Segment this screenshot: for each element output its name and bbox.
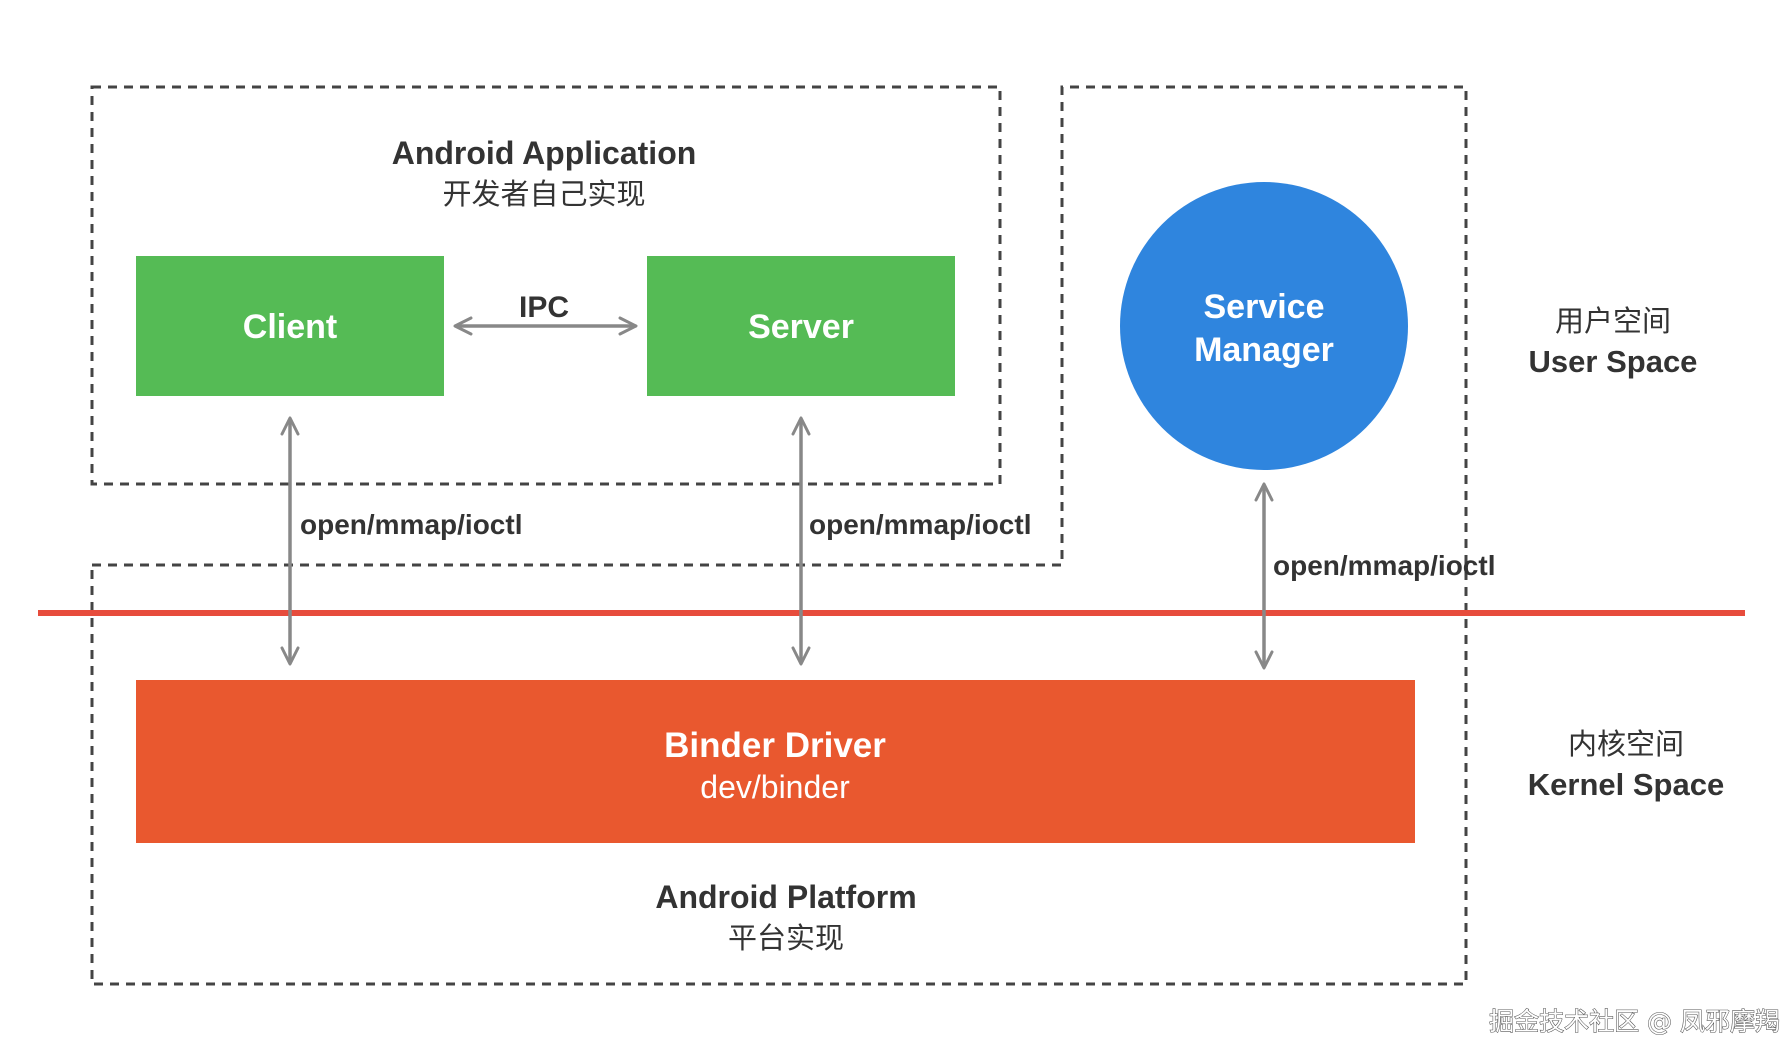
platform-title: Android Platform	[655, 879, 916, 915]
user-space-label-en: User Space	[1529, 344, 1698, 379]
service-manager-line1: Service	[1204, 288, 1325, 326]
user-space-label-zh: 用户空间	[1555, 304, 1671, 338]
kernel-space-label-en: Kernel Space	[1528, 767, 1724, 802]
binder-driver-title: Binder Driver	[664, 726, 886, 765]
kernel-space-label-zh: 内核空间	[1568, 727, 1684, 761]
client-box[interactable]	[136, 256, 444, 396]
service-manager-syscall-label: open/mmap/ioctl	[1273, 550, 1495, 581]
binder-driver-subtitle: dev/binder	[700, 769, 850, 805]
ipc-label: IPC	[519, 291, 569, 324]
platform-subtitle: 平台实现	[728, 921, 844, 955]
watermark-text: 掘金技术社区 @ 凤邪摩羯	[1489, 1007, 1780, 1036]
client-syscall-label: open/mmap/ioctl	[300, 509, 522, 540]
android-application-region	[90, 85, 1002, 486]
server-label: Server	[748, 308, 854, 346]
service-manager-line2: Manager	[1194, 331, 1334, 369]
client-label: Client	[243, 308, 337, 346]
application-subtitle: 开发者自己实现	[442, 177, 645, 211]
binder-driver-box[interactable]	[136, 680, 1415, 843]
application-title: Android Application	[392, 135, 697, 171]
server-syscall-label: open/mmap/ioctl	[809, 509, 1031, 540]
server-box[interactable]	[647, 256, 955, 396]
service-manager-circle[interactable]	[1120, 182, 1408, 470]
